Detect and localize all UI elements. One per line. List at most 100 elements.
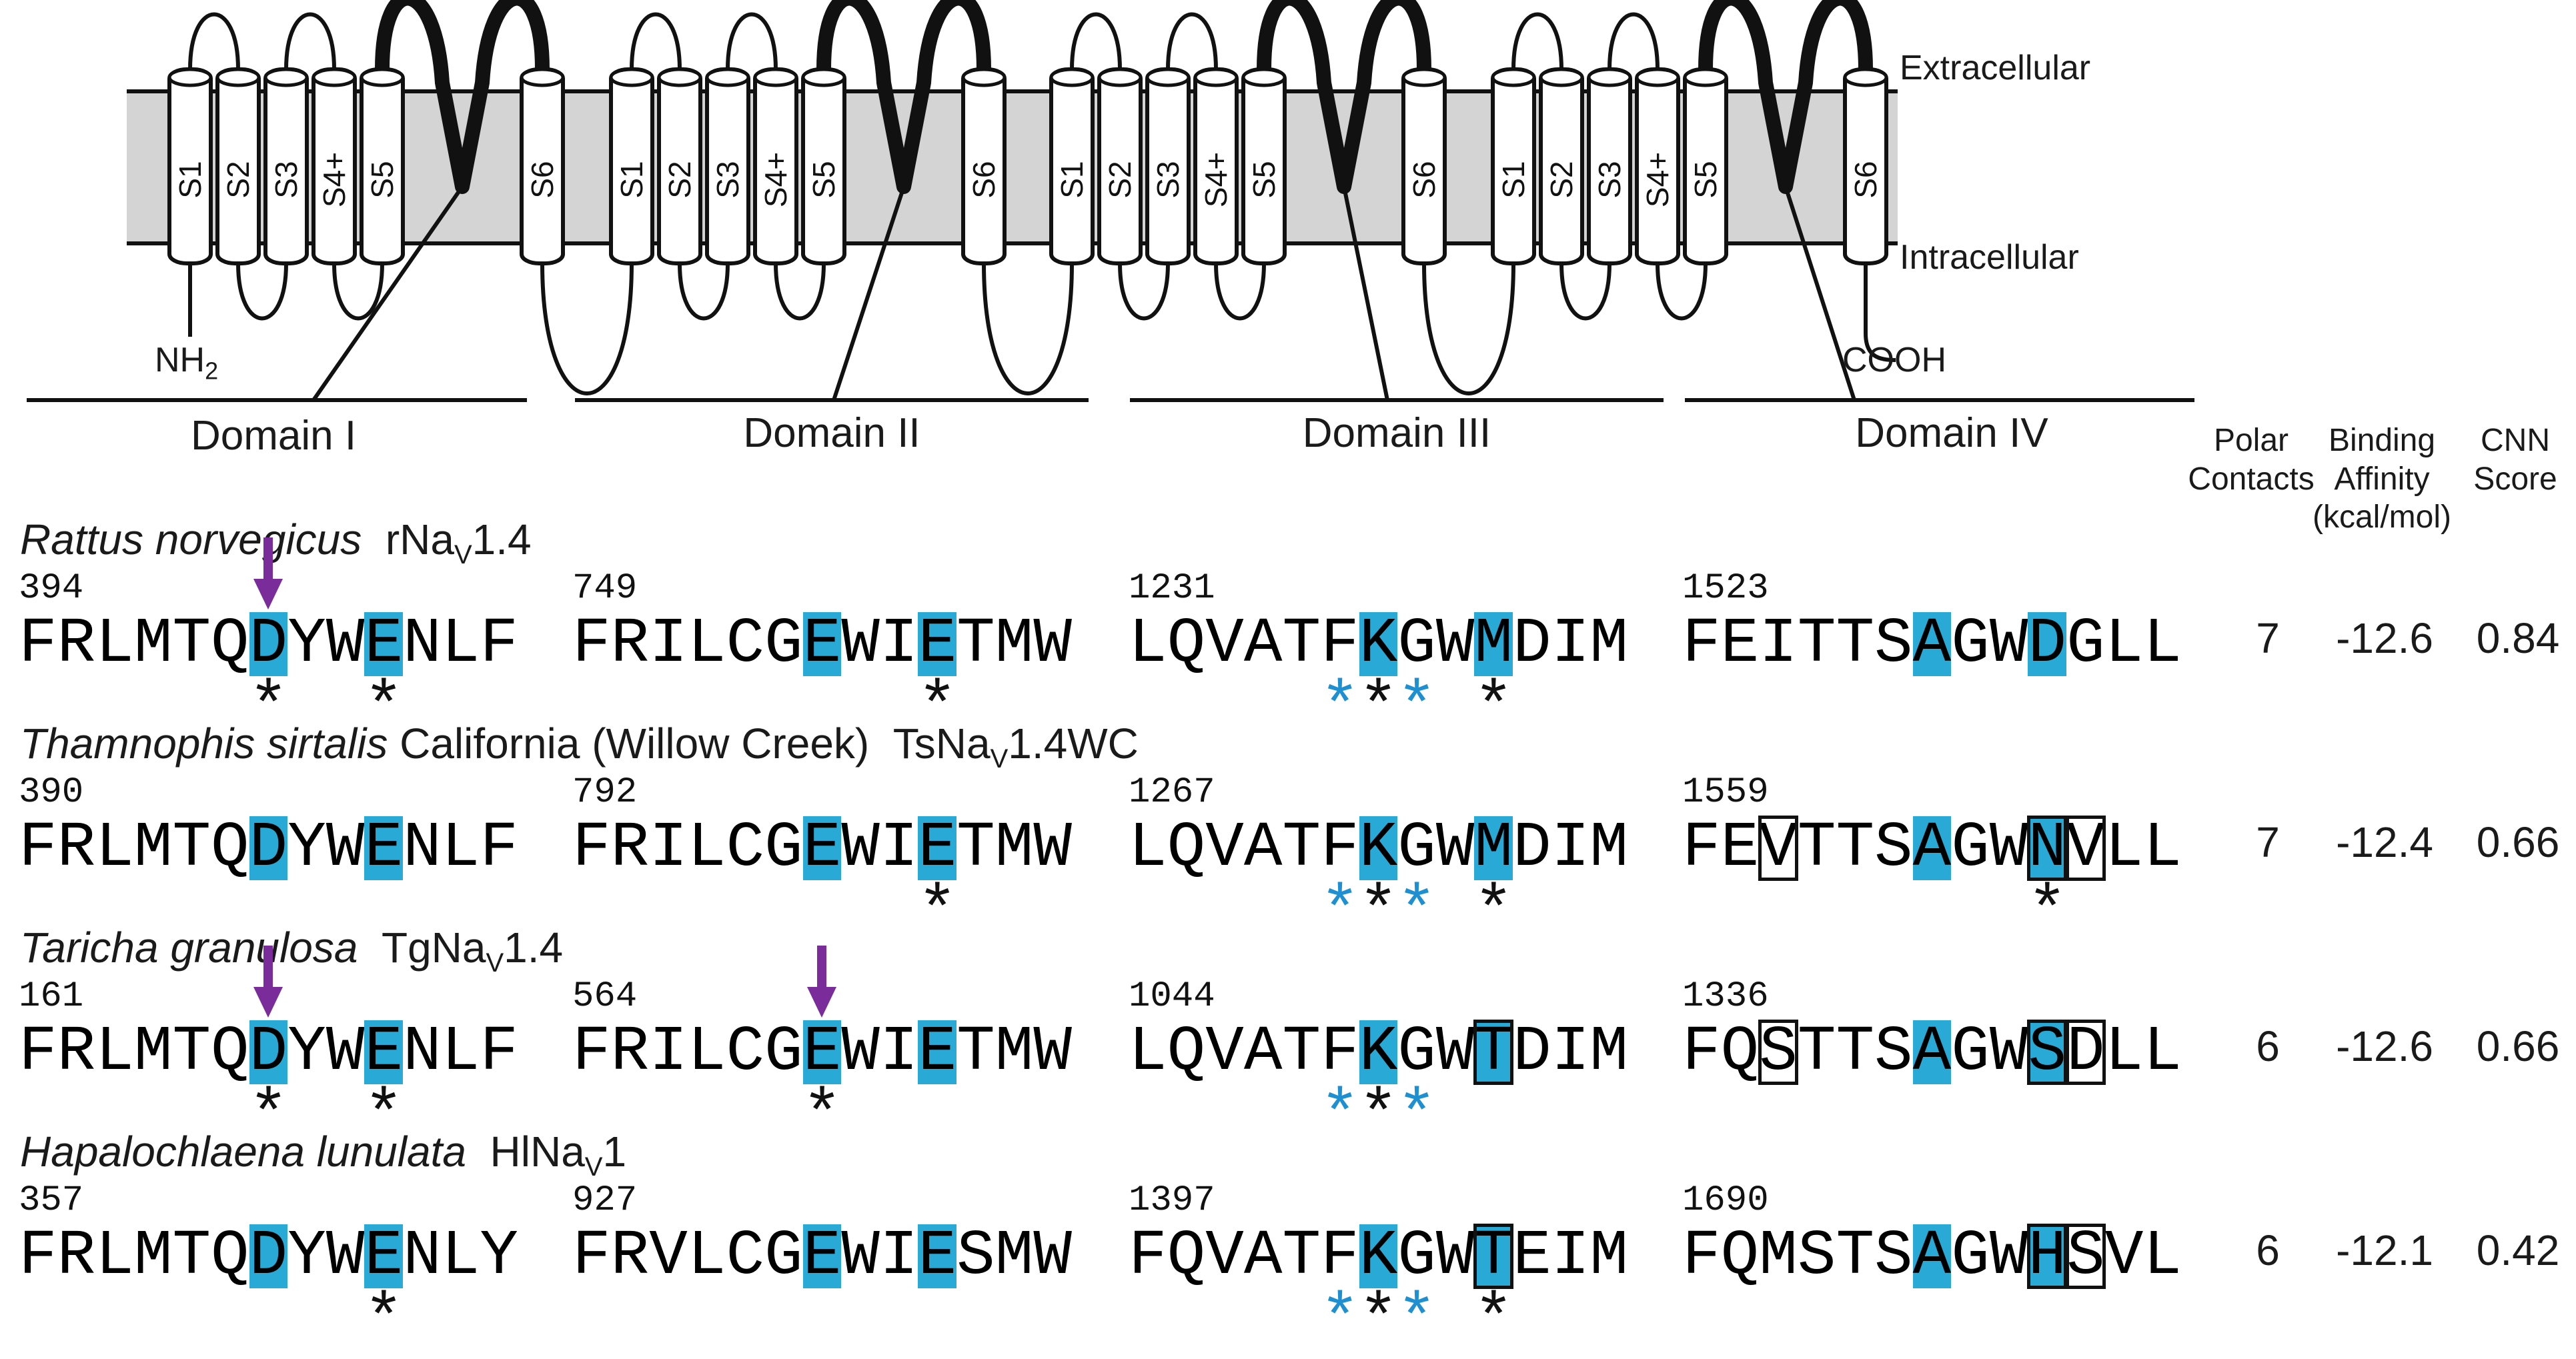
residue: T: [1282, 1220, 1321, 1292]
residue: M: [133, 812, 173, 884]
residue: M: [995, 1016, 1034, 1088]
residue: V: [2066, 812, 2106, 884]
residue: E: [1513, 1220, 1551, 1292]
segment-cap-d2-s1: [609, 67, 654, 87]
residue: T: [1797, 1016, 1836, 1088]
segment-label-d4-s2: S2: [1544, 161, 1579, 198]
residue: W: [841, 1016, 880, 1088]
residue: A: [1912, 1220, 1952, 1292]
segment-cap-d2-s4: [753, 67, 798, 87]
residue: E*: [364, 1220, 404, 1359]
loop-d2-3: [726, 12, 778, 70]
residue: S: [1874, 607, 1913, 680]
residue: E: [802, 607, 842, 680]
residue: W: [326, 1220, 365, 1292]
residue: G: [1951, 1016, 1990, 1088]
species-name: Rattus norvegicus: [20, 515, 362, 563]
sequence-block: FQSTTSAGWSDLL: [1682, 1016, 2182, 1088]
residue: F: [19, 812, 57, 884]
residue: G: [2066, 607, 2105, 680]
residue-start-number: 1231: [1129, 568, 1215, 609]
residue: F*: [1319, 607, 1360, 747]
binding-affinity-value: -12.4: [2336, 818, 2433, 866]
residue: D: [1513, 1016, 1551, 1088]
sequence-block: LQVATF*K*G*WM*DIM: [1129, 812, 1628, 947]
residue: N: [403, 1220, 442, 1292]
segment-label-d4-s1: S1: [1496, 161, 1531, 198]
contact-star-blue: *: [1319, 1284, 1360, 1359]
channel-subscript: V: [454, 539, 472, 569]
residue: L: [2143, 607, 2182, 680]
residue: V: [1205, 607, 1244, 680]
residue: L: [1129, 1016, 1167, 1088]
residue: S: [2066, 1220, 2106, 1292]
residue: L: [95, 607, 134, 680]
segment-cap-d2-s2: [657, 67, 702, 87]
sequence-block: FQVATF*K*G*WT*EIM: [1129, 1220, 1628, 1359]
cnn-score-value: 0.66: [2476, 1022, 2560, 1070]
residue: L: [441, 1220, 480, 1292]
residue-start-number: 1690: [1682, 1180, 1769, 1221]
residue: L: [95, 812, 134, 884]
header-cnn-score: CNN Score: [2459, 421, 2572, 498]
residue: Y: [287, 1220, 326, 1292]
residue: W: [326, 607, 365, 680]
domain-label-2: Domain II: [743, 410, 920, 456]
segment-cap-d1-s6: [520, 67, 565, 87]
residue: R: [610, 1220, 650, 1292]
residue: T: [1473, 1016, 1514, 1088]
loop-d1-1: [188, 12, 240, 70]
contact-star: *: [917, 671, 958, 747]
residue-start-number: 1336: [1682, 976, 1769, 1017]
residue: W: [1435, 812, 1475, 884]
residue: I: [649, 1016, 688, 1088]
segment-label-d4-s6: S6: [1848, 161, 1883, 198]
residue: E*: [917, 812, 958, 951]
residue-start-number: 927: [572, 1180, 638, 1221]
contact-star: *: [248, 671, 289, 747]
residue: S: [1758, 1016, 1798, 1088]
residue: G: [1951, 812, 1990, 884]
residue: K*: [1358, 1220, 1399, 1359]
residue: W: [326, 812, 365, 884]
loop-d2-1: [630, 12, 682, 70]
channel-subscript: V: [584, 1152, 603, 1182]
sequence-block: FRLMTQD*YWE*NLF: [19, 537, 518, 743]
residue: W: [326, 1016, 365, 1088]
species-name: Hapalochlaena lunulata: [20, 1128, 466, 1176]
residue: I: [1551, 1220, 1590, 1292]
residue-start-number: 394: [19, 568, 84, 609]
segment-label-d1-s6: S6: [525, 161, 560, 198]
residue: Q: [211, 607, 249, 680]
residue: R: [57, 1016, 96, 1088]
segment-cap-d4-s3: [1587, 67, 1632, 87]
residue: A: [1912, 1016, 1952, 1088]
channel-prefix: rNa: [385, 515, 454, 563]
residue: G: [764, 607, 803, 680]
residue: M: [995, 812, 1034, 884]
residue: V: [649, 1220, 688, 1292]
contact-star: *: [1473, 671, 1514, 747]
residue: K*: [1358, 607, 1399, 747]
sequence-block: FRILCGEWIE*TMW: [572, 812, 1072, 951]
header-cnn-score-line-2: Score: [2473, 461, 2557, 497]
segment-label-d1-s1: S1: [173, 161, 207, 198]
polar-contacts-value: 6: [2256, 1022, 2280, 1070]
contact-star-blue: *: [1397, 671, 1437, 747]
p-loop-d4: [1698, 0, 1873, 194]
binding-affinity-value: -12.6: [2336, 1022, 2433, 1070]
residue: H: [2027, 1220, 2068, 1292]
residue: T: [1797, 607, 1836, 680]
residue: W: [1033, 1220, 1072, 1292]
segment-cap-d1-s2: [215, 67, 261, 87]
segment-cap-d3-s5: [1241, 67, 1287, 87]
contact-star: *: [364, 1080, 404, 1155]
segment-cap-d3-s1: [1049, 67, 1095, 87]
residue: N*: [2027, 812, 2068, 951]
segment-label-d2-s5: S5: [806, 161, 841, 198]
segment-cap-d3-s2: [1097, 67, 1143, 87]
contact-star: *: [364, 671, 404, 747]
residue: D: [1513, 607, 1551, 680]
residue: Q: [211, 1016, 249, 1088]
residue: F*: [1319, 1016, 1360, 1155]
